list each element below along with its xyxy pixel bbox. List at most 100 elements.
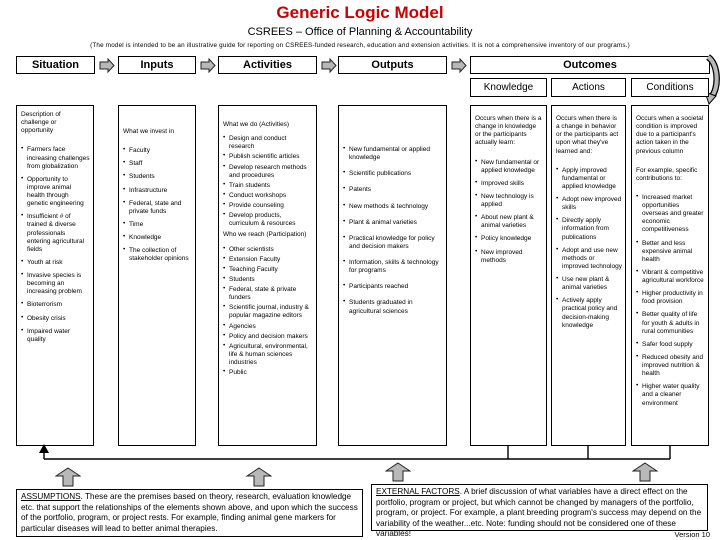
bullet-item: •Insufficient # of trained & diverse pro…: [21, 212, 90, 254]
header-label: Outcomes: [563, 59, 617, 71]
column-actions: Occurs when there is a change in behavio…: [551, 105, 626, 446]
bullet-item: •New fundamental or applied knowledge: [343, 145, 443, 162]
bullet-item: •Students: [223, 275, 313, 284]
bullet-text: Conduct workshops: [229, 191, 287, 199]
flow-arrow-icon: [200, 58, 216, 73]
bullet-marker: •: [475, 234, 478, 242]
bullet-item: •Safer food supply: [636, 340, 705, 349]
bullet-item: •About new plant & animal varieties: [475, 213, 543, 230]
bullet-marker: •: [343, 201, 346, 209]
bullet-item: •Agricultural, environmental, life & hum…: [223, 341, 313, 367]
column-intro-text: What we invest in: [123, 128, 174, 135]
bullet-text: New fundamental or applied knowledge: [349, 146, 430, 162]
subheader-box-actions: Actions: [551, 78, 626, 97]
bullet-text: Staff: [129, 160, 143, 168]
bullet-item: •Students graduated in agricultural scie…: [343, 298, 443, 315]
bullet-marker: •: [556, 165, 559, 173]
bullet-marker: •: [636, 289, 639, 297]
bullet-item: •Provide counseling: [223, 201, 313, 210]
bullet-marker: •: [21, 300, 24, 308]
bullet-text: Train students: [229, 181, 270, 189]
bullet-text: Use new plant & animal varieties: [562, 276, 610, 292]
header-box-outputs: Outputs: [338, 56, 447, 74]
bullet-text: Invasive species is becoming an increasi…: [27, 272, 82, 296]
up-arrow-icon: [55, 467, 81, 487]
up-arrow-icon: [632, 462, 658, 482]
bullet-text: Other scientists: [229, 245, 274, 253]
bullet-item: •Policy knowledge: [475, 234, 543, 243]
bullet-item: •New technology is applied: [475, 192, 543, 209]
bullet-item: •Invasive species is becoming an increas…: [21, 271, 90, 296]
bullet-item: •Scientific publications: [343, 169, 443, 178]
bullet-text: Actively apply practical policy and deci…: [562, 297, 618, 329]
bullet-marker: •: [223, 152, 226, 160]
bullet-marker: •: [343, 298, 346, 306]
intro-note: (The model is intended to be an illustra…: [90, 42, 630, 49]
bullet-marker: •: [223, 331, 226, 339]
bullet-item: •Students: [123, 172, 192, 181]
column-situation: Description of challenge or opportunity•…: [16, 105, 94, 446]
bullet-text: Agricultural, environmental, life & huma…: [229, 342, 308, 366]
bullet-text: Teaching Faculty: [229, 265, 278, 273]
header-label: Activities: [243, 59, 292, 71]
bullet-item: •Publish scientific articles: [223, 152, 313, 161]
bullet-marker: •: [21, 257, 24, 265]
bullet-marker: •: [223, 254, 226, 262]
bullet-text: Better and less expensive animal health: [642, 239, 693, 263]
bullet-item: •Design and conduct research: [223, 134, 313, 151]
header-label: Inputs: [140, 59, 174, 71]
bullet-text: New improved methods: [481, 248, 523, 264]
bullet-item: •Patents: [343, 185, 443, 194]
bullet-text: Extension Faculty: [229, 255, 281, 263]
bullet-text: Increased market opportunities overseas …: [642, 193, 704, 234]
bullet-marker: •: [123, 233, 126, 240]
bullet-marker: •: [636, 382, 639, 390]
bullet-item: •The collection of stakeholder opinions: [123, 246, 192, 263]
bullet-item: •Better quality of life for youth & adul…: [636, 310, 705, 335]
bullet-marker: •: [123, 146, 126, 154]
external-factors-text: . A brief discussion of what variables h…: [376, 487, 702, 538]
column-conditions: Occurs when a societal condition is impr…: [631, 105, 709, 446]
bullet-item: •Higher productivity in food provision: [636, 289, 705, 306]
bullet-item: •Apply improved fundamental or applied k…: [556, 165, 622, 191]
column-intro-text: Occurs when a societal condition is impr…: [636, 115, 704, 155]
bullet-item: •Scientific journal, industry & popular …: [223, 303, 313, 320]
bullet-item: •Better and less expensive animal health: [636, 239, 705, 264]
bullet-item: •Impaired water quality: [21, 326, 90, 344]
bullet-marker: •: [223, 341, 226, 349]
bullet-text: Develop research methods and procedures: [229, 163, 307, 179]
bullet-text: Plant & animal varieties: [349, 218, 417, 226]
bullet-marker: •: [223, 201, 226, 208]
bullet-item: •Conduct workshops: [223, 191, 313, 200]
bullet-item: •Increased market opportunities overseas…: [636, 193, 705, 235]
bullet-marker: •: [475, 247, 478, 255]
bullet-text: Practical knowledge for policy and decis…: [349, 234, 435, 250]
column-intro-text: Occurs when there is a change in behavio…: [556, 115, 619, 155]
subheader-box-knowledge: Knowledge: [470, 78, 547, 97]
bullet-item: •Time: [123, 220, 192, 229]
bullet-item: •Use new plant & animal varieties: [556, 275, 622, 292]
bullet-marker: •: [636, 267, 639, 275]
bullet-text: Scientific publications: [349, 170, 412, 178]
bullet-marker: •: [21, 326, 24, 334]
assumptions-label: ASSUMPTIONS: [21, 492, 81, 501]
bullet-marker: •: [223, 368, 226, 376]
bullet-marker: •: [21, 212, 24, 220]
bullet-text: Directly apply information from publicat…: [562, 217, 609, 241]
bullet-item: •New fundamental or applied knowledge: [475, 158, 543, 175]
bullet-item: •Farmers face increasing challenges from…: [21, 145, 90, 170]
column-intro-text: Who we reach (Participation): [223, 231, 307, 239]
bullet-text: Better quality of life for youth & adult…: [642, 311, 700, 335]
column-outputs: •New fundamental or applied knowledge•Sc…: [338, 105, 447, 446]
header-box-outcomes: Outcomes: [470, 56, 710, 74]
bullet-item: •New methods & technology: [343, 201, 443, 211]
bullet-item: •Youth at risk: [21, 257, 90, 267]
assumptions-box: ASSUMPTIONS. These are the premises base…: [16, 489, 363, 537]
up-arrow-icon: [246, 467, 272, 487]
bullet-item: •Faculty: [123, 146, 192, 155]
bullet-marker: •: [123, 172, 126, 180]
bullet-text: New fundamental or applied knowledge: [481, 158, 540, 174]
bullet-marker: •: [223, 211, 226, 219]
bullet-text: Policy knowledge: [481, 235, 532, 243]
